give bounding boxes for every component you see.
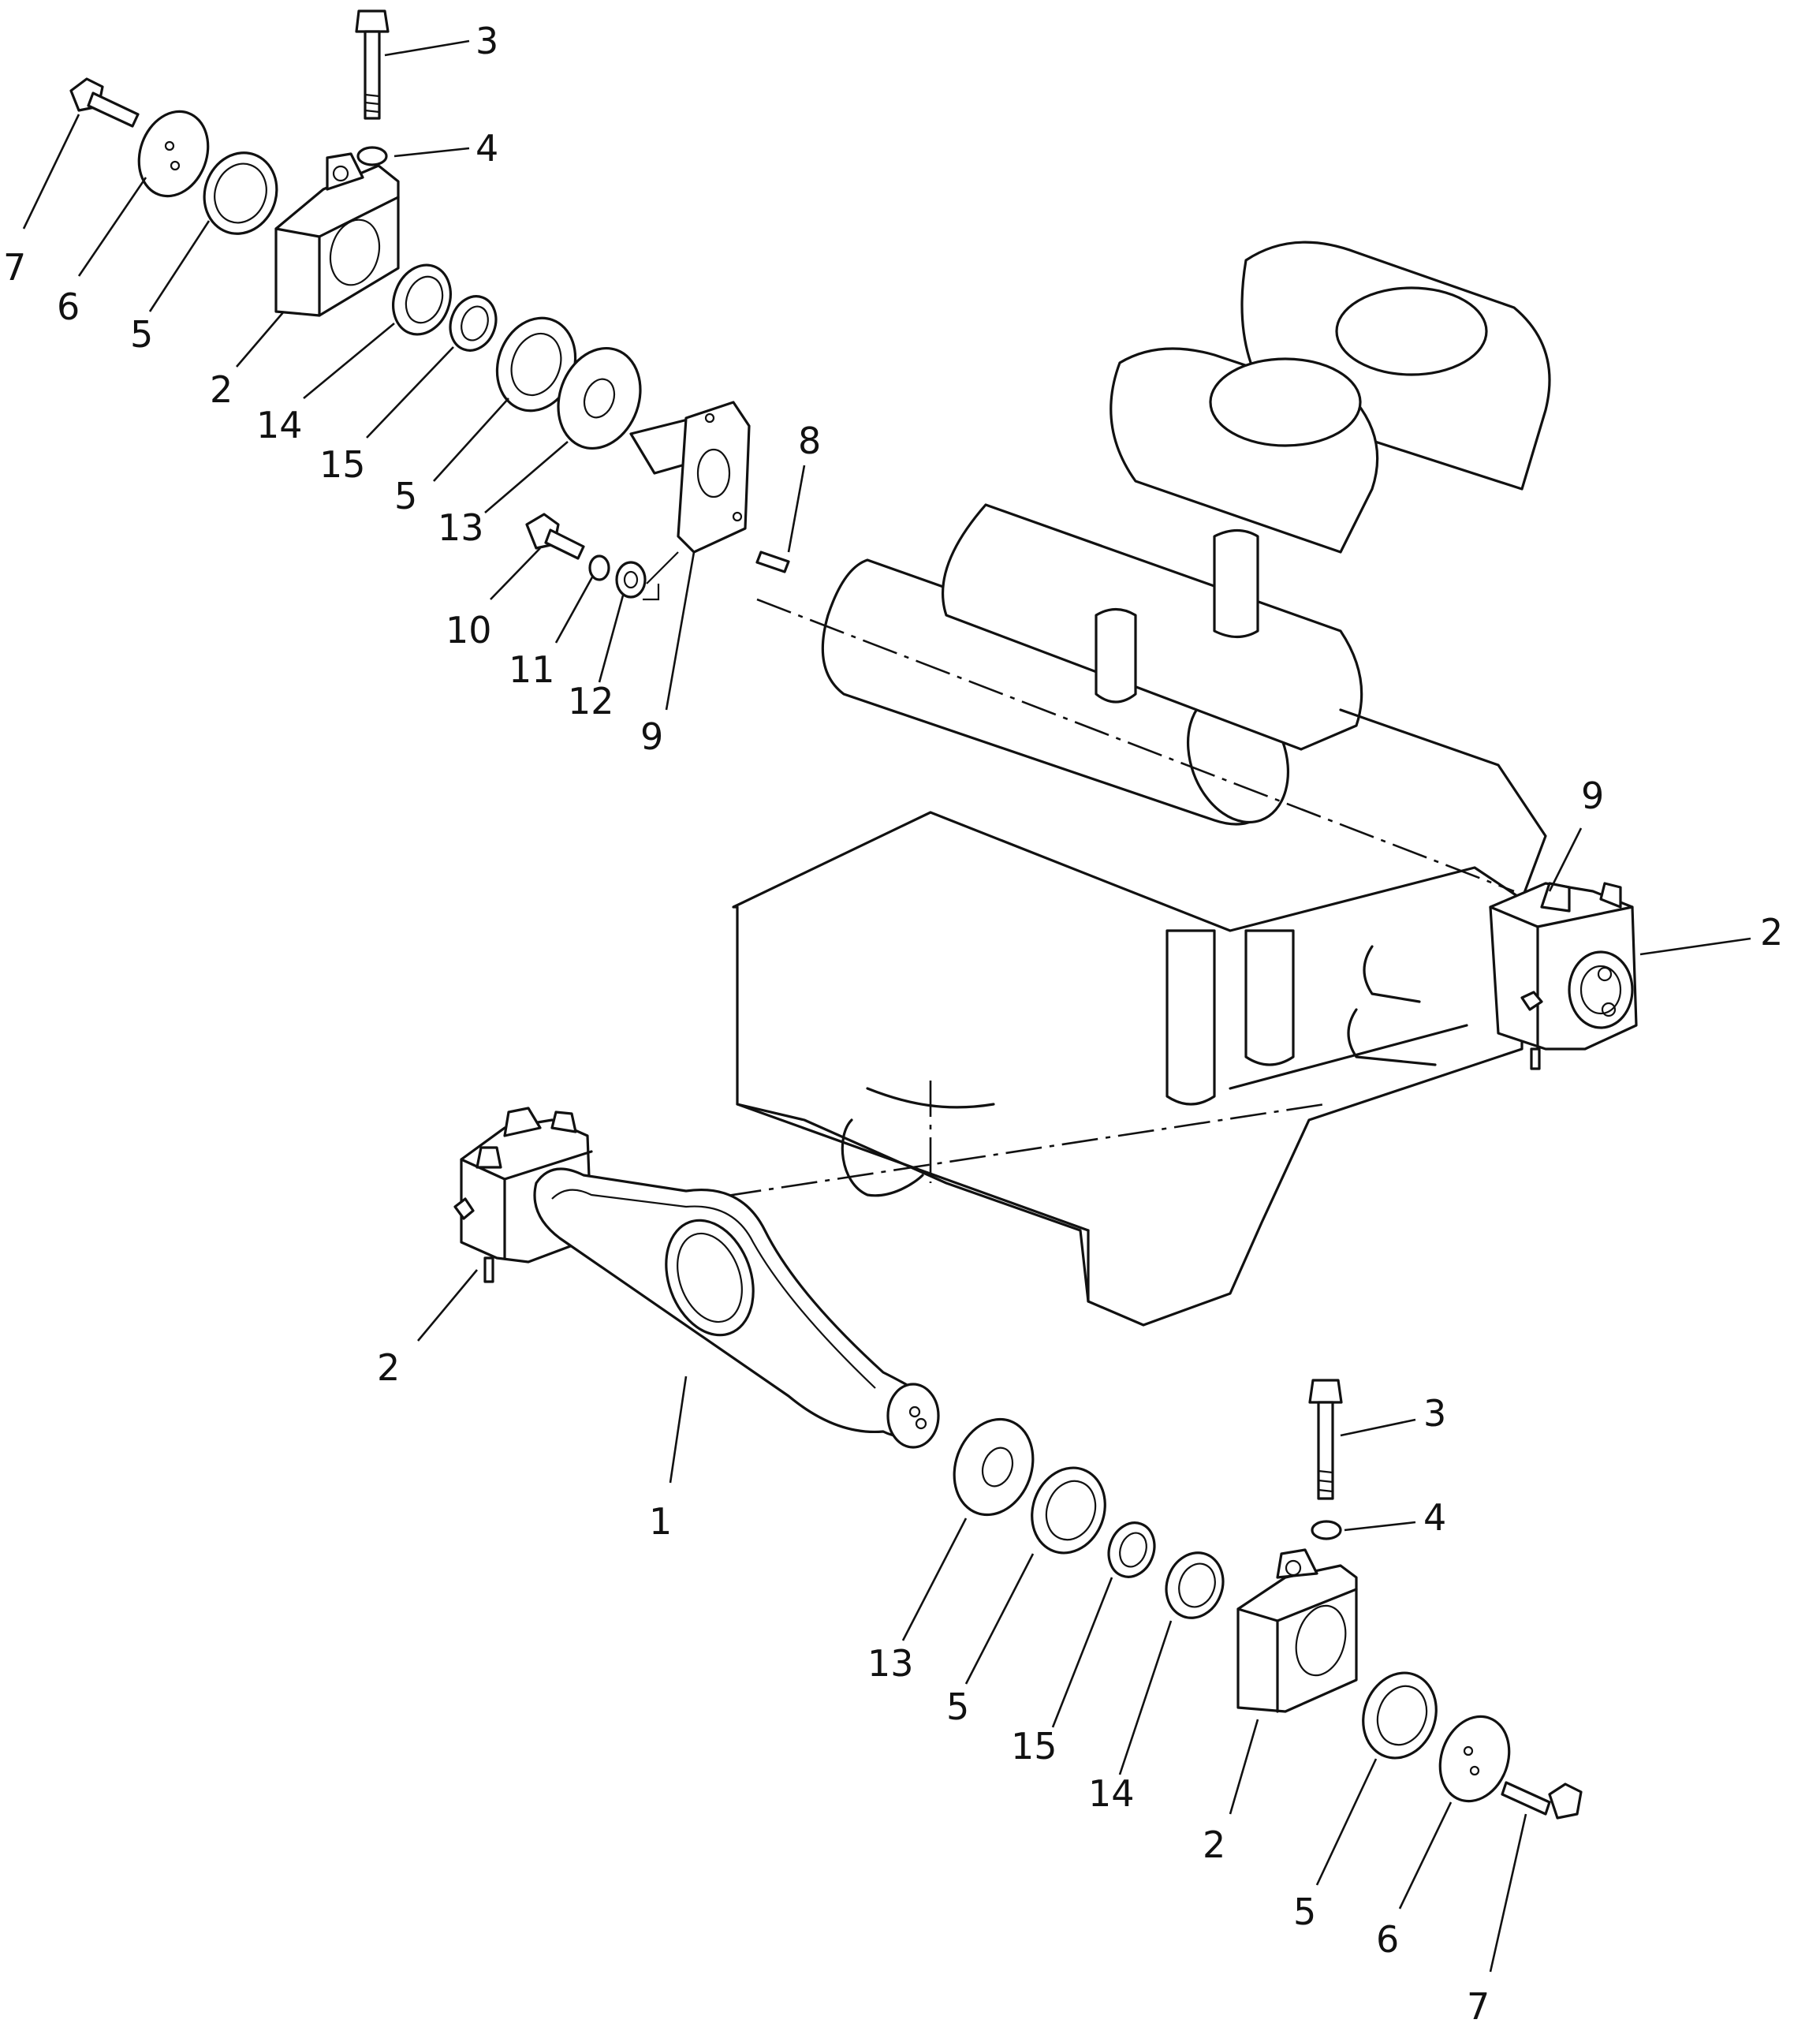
bolt-7-lower bbox=[1501, 1781, 1583, 1820]
callout: 13 bbox=[438, 506, 484, 549]
callout: 2 bbox=[377, 1346, 400, 1389]
bracket-2-upper bbox=[274, 152, 400, 317]
seal-5-lower-b bbox=[1362, 1671, 1438, 1760]
upper-mount-exploded bbox=[69, 9, 790, 601]
bolt-10-upper bbox=[525, 513, 585, 560]
seal-5-upper-a bbox=[203, 151, 278, 235]
callout: 2 bbox=[1203, 1824, 1225, 1866]
callout: 7 bbox=[3, 246, 26, 289]
nut-12-upper bbox=[615, 561, 647, 599]
callout: 3 bbox=[476, 20, 498, 62]
callout: 6 bbox=[57, 286, 80, 328]
callout: 7 bbox=[1467, 1985, 1490, 2027]
callout: 9 bbox=[1581, 775, 1604, 817]
callout: 5 bbox=[394, 475, 417, 517]
washer-11-upper bbox=[588, 554, 610, 581]
leader-lines bbox=[22, 39, 1751, 1973]
bracket-2-lower bbox=[1236, 1548, 1358, 1713]
bushing-14-upper bbox=[392, 263, 452, 336]
bolt-3-lower bbox=[1308, 1379, 1343, 1500]
flange-9-upper bbox=[629, 401, 751, 554]
bolt-7-upper bbox=[69, 77, 140, 128]
callout: 4 bbox=[1423, 1496, 1446, 1539]
callout: 1 bbox=[649, 1500, 672, 1543]
engine-assembly bbox=[500, 241, 1551, 1327]
callout: 9 bbox=[640, 715, 663, 758]
callout: 5 bbox=[946, 1685, 969, 1728]
callout: 8 bbox=[798, 420, 821, 462]
lower-mount-arm bbox=[453, 1107, 940, 1449]
callout: 5 bbox=[1293, 1891, 1316, 1933]
bushing-14-lower bbox=[1165, 1551, 1225, 1619]
callout: 12 bbox=[568, 680, 614, 722]
callout: 2 bbox=[1760, 911, 1783, 954]
callout: 15 bbox=[1011, 1725, 1057, 1768]
washer-13-lower bbox=[953, 1417, 1035, 1517]
callout: 15 bbox=[319, 443, 366, 486]
callout: 4 bbox=[476, 127, 498, 170]
callout: 10 bbox=[446, 609, 492, 651]
cap-6-upper bbox=[137, 110, 210, 198]
washer-4-upper bbox=[356, 146, 388, 166]
callout: 2 bbox=[210, 368, 233, 411]
right-mount-assembled bbox=[1489, 882, 1638, 1070]
callout: 14 bbox=[256, 404, 303, 446]
callout-labels: 3 4 7 6 5 2 14 15 5 13 8 10 11 12 9 9 2 … bbox=[3, 20, 1783, 2027]
lower-mount-exploded bbox=[953, 1379, 1583, 1820]
callout: 13 bbox=[867, 1642, 914, 1685]
washer-4-lower bbox=[1311, 1520, 1342, 1540]
pin-8-upper bbox=[755, 551, 790, 573]
bolt-3-upper bbox=[355, 9, 390, 120]
callout: 5 bbox=[130, 313, 153, 356]
callout: 6 bbox=[1376, 1918, 1399, 1961]
callout: 11 bbox=[509, 648, 555, 691]
bushing-15-upper bbox=[449, 295, 498, 352]
seal-5-lower-a bbox=[1031, 1466, 1106, 1555]
washer-13-upper bbox=[557, 346, 642, 450]
callout: 3 bbox=[1423, 1392, 1446, 1435]
callout: 14 bbox=[1088, 1772, 1135, 1815]
cap-6-lower bbox=[1438, 1715, 1511, 1803]
bushing-15-lower bbox=[1107, 1521, 1156, 1578]
